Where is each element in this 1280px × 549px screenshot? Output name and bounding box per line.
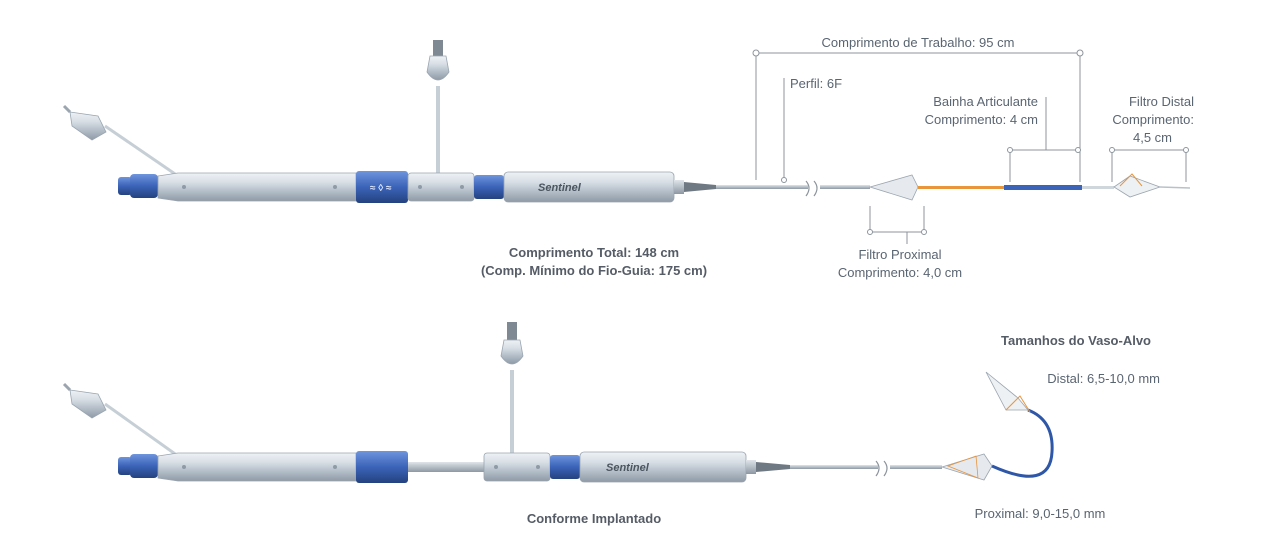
side-port-left <box>62 104 179 178</box>
profile-label: Perfil: 6F <box>790 76 842 91</box>
profile-callout: Perfil: 6F <box>781 76 842 183</box>
brand-label-bottom: Sentinel <box>606 462 650 474</box>
distal-filter-label-3: 4,5 cm <box>1133 130 1172 145</box>
working-length-label: Comprimento de Trabalho: 95 cm <box>822 35 1015 50</box>
as-implanted-caption: Conforme Implantado <box>527 511 661 526</box>
distal-size-label: Distal: 6,5-10,0 mm <box>1047 371 1160 386</box>
svg-text:≈ ◊ ≈: ≈ ◊ ≈ <box>370 183 392 194</box>
bottom-device: Sentinel Tamanhos do Vaso-Alvo Distal: 6… <box>62 322 1160 526</box>
working-length-dimension: Comprimento de Trabalho: 95 cm <box>752 35 1084 182</box>
articulating-sheath-label-1: Bainha Articulante <box>933 94 1038 109</box>
target-vessel-title: Tamanhos do Vaso-Alvo <box>1001 333 1151 348</box>
flush-port-vertical-bottom <box>500 322 524 456</box>
min-guidewire-label: (Comp. Mínimo do Fio-Guia: 175 cm) <box>481 263 707 278</box>
handle-bottom: Sentinel <box>118 451 790 483</box>
distal-filter-label-2: Comprimento: <box>1112 112 1194 127</box>
distal-filter-callout: Filtro Distal Comprimento: 4,5 cm <box>1109 94 1194 182</box>
side-port-left-bottom <box>62 382 179 458</box>
catheter-shaft-bottom <box>790 371 1054 481</box>
distal-filter-label-1: Filtro Distal <box>1129 94 1194 109</box>
proximal-filter-label-2: Comprimento: 4,0 cm <box>838 265 962 280</box>
proximal-size-label: Proximal: 9,0-15,0 mm <box>975 506 1106 521</box>
top-device: ≈ ◊ ≈ Sentinel <box>62 35 1194 280</box>
total-length-label: Comprimento Total: 148 cm <box>509 245 679 260</box>
articulating-sheath-callout: Bainha Articulante Comprimento: 4 cm <box>925 94 1081 182</box>
articulating-sheath-label-2: Comprimento: 4 cm <box>925 112 1038 127</box>
proximal-filter-callout: Filtro Proximal Comprimento: 4,0 cm <box>838 206 962 280</box>
brand-label-top: Sentinel <box>538 182 582 194</box>
catheter-shaft <box>716 173 1191 201</box>
proximal-filter-label-1: Filtro Proximal <box>858 247 941 262</box>
handle: ≈ ◊ ≈ Sentinel <box>118 171 716 203</box>
flush-port-vertical <box>426 40 450 176</box>
